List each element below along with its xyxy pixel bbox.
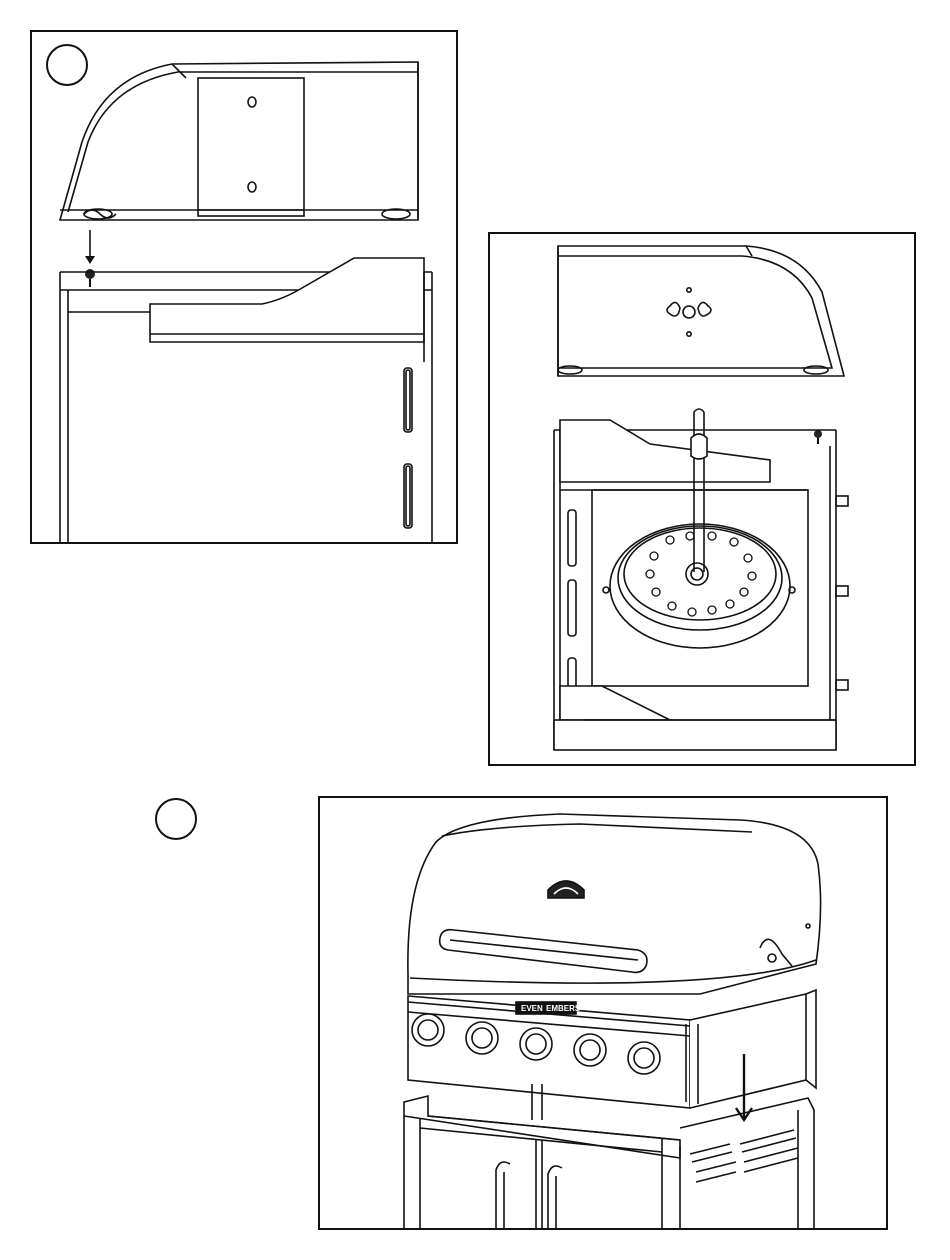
- control-knob: [574, 1034, 606, 1066]
- panel-grill-head-assembly: EVEN EMBERS: [318, 796, 888, 1230]
- brand-text-left: EVEN: [521, 1004, 543, 1013]
- control-knob: [412, 1014, 444, 1046]
- panel-side-shelf-mounting: [30, 30, 458, 544]
- control-knob: [466, 1022, 498, 1054]
- step-marker-circle: [46, 44, 88, 86]
- grill-body-side: [60, 258, 432, 542]
- arrow-down-icon: [85, 230, 95, 264]
- step-marker-circle: [155, 798, 197, 840]
- control-knob: [520, 1028, 552, 1060]
- screw-icon: [814, 430, 822, 444]
- vent-slot: [568, 510, 576, 566]
- side-shelf-illustration: [32, 32, 456, 542]
- side-burner-illustration: [490, 234, 914, 764]
- side-shelf: [60, 62, 418, 220]
- side-shelf-mirrored: [558, 246, 844, 376]
- door-handle: [496, 1162, 510, 1228]
- brand-text-right: EMBERS: [546, 1004, 581, 1013]
- control-knob: [628, 1042, 660, 1074]
- door-handle: [548, 1166, 562, 1228]
- grill-assembly-illustration: EVEN EMBERS: [320, 798, 886, 1228]
- cart-side-vents: [690, 1130, 798, 1182]
- vent-slot: [568, 580, 576, 636]
- panel-shelf-burner-view: [488, 232, 916, 766]
